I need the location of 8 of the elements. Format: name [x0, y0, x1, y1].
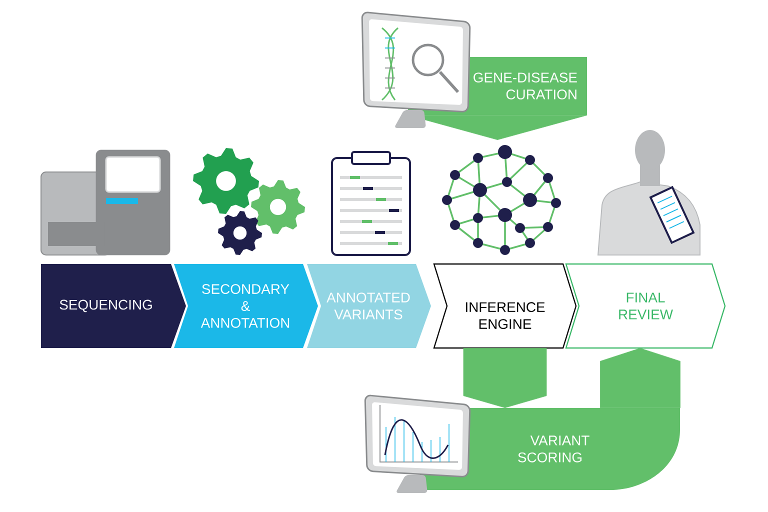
chevron-box: ANNOTATED VARIANTS	[307, 264, 431, 348]
chevron-box: SEQUENCING	[41, 264, 186, 348]
node-label: GENE-DISEASE CURATION	[474, 72, 577, 100]
chevron-box: SECONDARY & ANNOTATION	[174, 264, 318, 348]
flow-arrow	[600, 348, 680, 408]
chevron-box: INFERENCE ENGINE	[433, 263, 577, 349]
chevron-box: FINAL REVIEW	[565, 263, 726, 349]
flow-arrow	[463, 348, 547, 408]
